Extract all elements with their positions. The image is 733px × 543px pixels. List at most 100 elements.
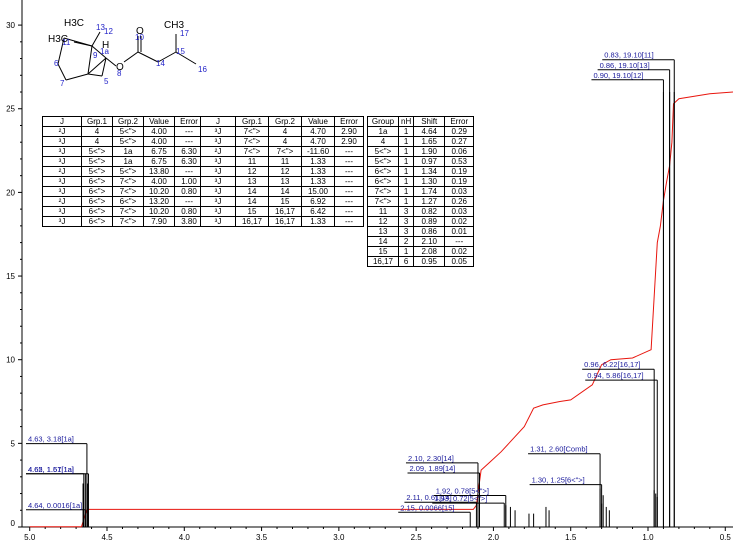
mol-label: 16 [198, 65, 207, 74]
table-cell: 7<"> [367, 196, 399, 207]
x-tick-label: 1.0 [642, 533, 654, 542]
peak-annotation-label: 0.86, 19.10[13] [600, 61, 650, 70]
table-cell: 16,17 [235, 216, 269, 227]
table-cell: ³J [200, 206, 236, 217]
mol-atom: H3C [48, 34, 68, 45]
mol-label: 5 [104, 77, 109, 86]
mol-atom: O [116, 62, 124, 73]
mol-label: 11 [62, 38, 71, 47]
table-cell: 5<"> [81, 166, 113, 177]
table-cell: 11 [235, 156, 269, 167]
table-cell: --- [334, 186, 364, 197]
table-cell: 4 [367, 136, 399, 147]
column-header: Grp.2 [112, 116, 144, 127]
table-cell: 3 [397, 226, 415, 237]
table-cell: 0.03 [444, 186, 475, 197]
table-cell: 5<"> [81, 146, 113, 157]
table-cell: ²J [200, 146, 236, 157]
table-cell: 4.70 [301, 136, 335, 147]
table-cell: 15 [268, 196, 302, 207]
table-cell: --- [444, 236, 475, 247]
table-cell: 6<"> [81, 216, 113, 227]
column-header: nH [397, 116, 415, 127]
table-cell: 13 [268, 176, 302, 187]
column-header: Value [143, 116, 175, 127]
table-cell: ³J [42, 206, 82, 217]
peak-annotation-label: 2.10, 2.30[14] [408, 454, 454, 463]
table-cell: 1 [397, 126, 415, 137]
table-cell: 1 [397, 156, 415, 167]
table-cell: 12 [235, 166, 269, 177]
table-cell: 0.01 [444, 226, 475, 237]
mol-label: 9 [93, 51, 98, 60]
column-header: Grp.2 [268, 116, 302, 127]
table-cell: 1 [397, 166, 415, 177]
table-cell: --- [334, 166, 364, 177]
table-header-row: Group nH Shift Error [367, 116, 475, 127]
x-tick-label: 0.5 [720, 533, 732, 542]
peak-annotation-label: 4.65, 1.57[1a] [28, 465, 74, 474]
peak-annotation-label: 0.94, 5.86[16,17] [587, 371, 643, 380]
mol-label: 17 [180, 29, 189, 38]
table-cell: 5<"> [112, 126, 144, 137]
mol-atom: H [102, 40, 109, 51]
table-cell: 0.05 [444, 256, 475, 267]
table-cell: 16,17 [367, 256, 399, 267]
table-cell: 3 [397, 216, 415, 227]
table-cell: 13 [235, 176, 269, 187]
table-cell: 0.95 [413, 256, 446, 267]
table-cell: 11 [367, 206, 399, 217]
table-cell: 0.02 [444, 246, 475, 257]
x-tick-label: 1.5 [565, 533, 577, 542]
table-cell: 6<"> [81, 196, 113, 207]
table-cell: ²J [42, 196, 82, 207]
peak-annotation-label: 4.62, 1.61[1a] [28, 465, 74, 474]
molecule-structure: 13 12 11 1a 9 10 8 14 15 16 17 7 5 6 H3C… [48, 18, 207, 88]
y-tick-label: 10 [6, 356, 15, 365]
table-cell: 1.30 [413, 176, 446, 187]
table-cell: 1.74 [413, 186, 446, 197]
table-cell: 1a [367, 126, 399, 137]
mol-atom: H3C [64, 18, 84, 29]
table-cell: 6 [397, 256, 415, 267]
x-tick-label: 4.5 [101, 533, 113, 542]
table-cell: 13.20 [143, 196, 175, 207]
table-cell: 16,17 [268, 216, 302, 227]
table-cell: 1 [397, 136, 415, 147]
table-cell: 2.90 [334, 126, 364, 137]
x-tick-label: 4.0 [179, 533, 191, 542]
table-cell: 14 [235, 186, 269, 197]
table-cell: 14 [268, 186, 302, 197]
table-cell: ³J [200, 176, 236, 187]
table-cell: 7<"> [112, 176, 144, 187]
y-tick-label: 5 [11, 439, 16, 448]
table-cell: ³J [200, 186, 236, 197]
table-cell: ²J [42, 126, 82, 137]
table-cell: 4.00 [143, 176, 175, 187]
column-header: Grp.1 [81, 116, 113, 127]
table-cell: 12 [367, 216, 399, 227]
peak-annotation-label: 2.09, 1.89[14] [410, 464, 456, 473]
table-cell: 10.20 [143, 186, 175, 197]
table-cell: 6<"> [81, 186, 113, 197]
table-cell: 1.34 [413, 166, 446, 177]
column-header: Grp.1 [235, 116, 269, 127]
table-cell: 1.65 [413, 136, 446, 147]
peak-annotation-label: 0.96, 6.22[16,17] [584, 360, 640, 369]
table-cell: 7<"> [268, 146, 302, 157]
